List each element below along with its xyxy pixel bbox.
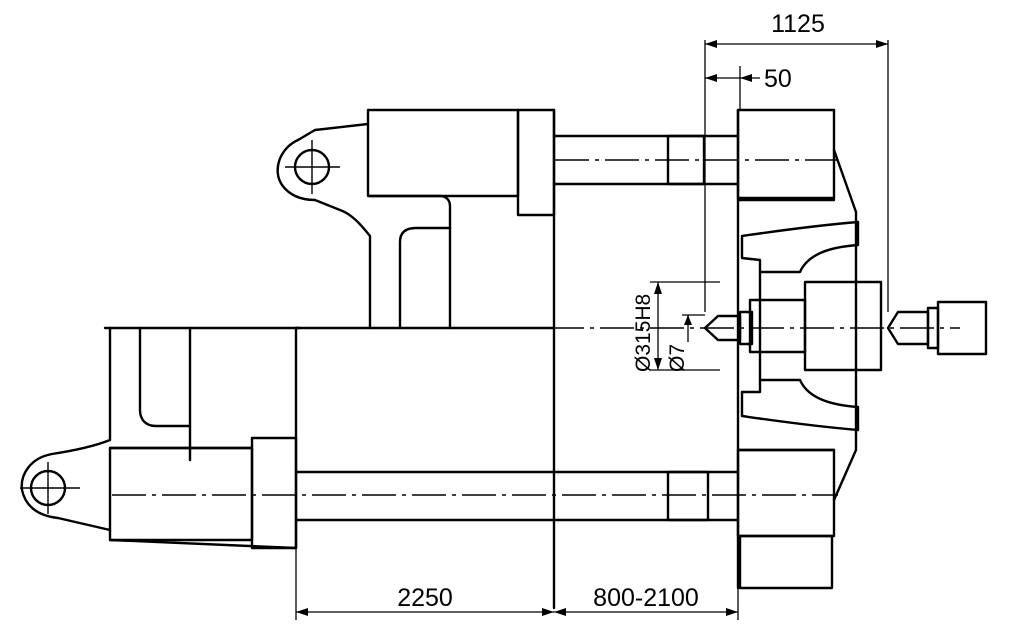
dimension-lines [295, 40, 889, 620]
upper-toggle-assembly [276, 108, 740, 330]
lower-toggle-assembly [20, 326, 740, 550]
dim-opening-range: 800-2100 [593, 584, 699, 612]
fixed-platen [736, 108, 883, 590]
hatched-section-lower [740, 378, 860, 432]
dim-offset: 50 [764, 65, 792, 93]
moving-platen [294, 108, 556, 610]
dim-clamp-length: 2250 [397, 584, 453, 612]
hatched-section-upper [740, 220, 860, 274]
dim-total-length: 1125 [771, 10, 825, 38]
center-lines [112, 159, 960, 496]
dimension-labels: 1125 50 2250 800-2100 Ø315H8 Ø7 [397, 10, 825, 612]
dim-bore-diameter: Ø315H8 [632, 294, 655, 372]
dim-hole-diameter: Ø7 [666, 344, 689, 372]
